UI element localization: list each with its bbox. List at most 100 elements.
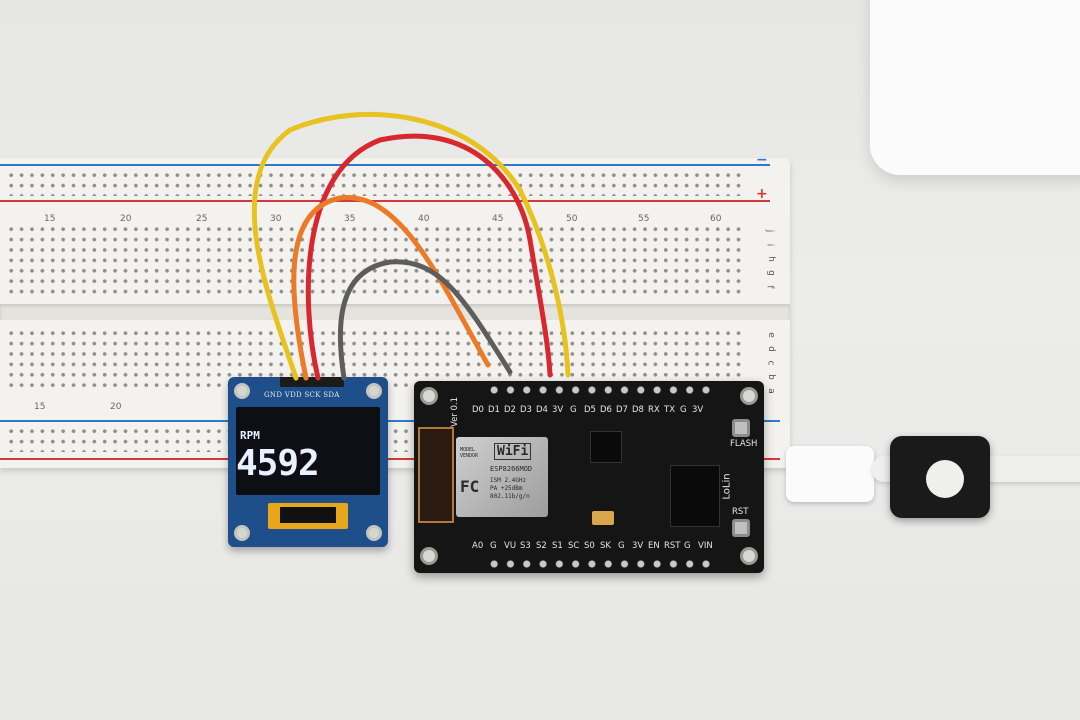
column-number: 50 [566, 214, 578, 224]
column-number: 25 [196, 214, 208, 224]
wifi-logo: WiFi [494, 443, 532, 460]
module-spec: 802.11b/g/n [490, 493, 530, 500]
power-rail-holes-top [6, 170, 746, 196]
ferrite-cable-pass [926, 460, 964, 498]
terminal-holes-top [6, 224, 746, 294]
module-spec: PA +25dBm [490, 485, 523, 492]
pin-label: D8 [632, 405, 644, 415]
pin-label: G [684, 541, 691, 551]
row-letter: f [764, 285, 775, 289]
rail-line-blue-bottom [0, 420, 780, 422]
column-number: 30 [270, 214, 282, 224]
column-number: 15 [34, 402, 46, 412]
oled-flex-connector [280, 507, 336, 523]
esp8266-module: WiFi MODEL VENDOR ESP8266MOD FC ISM 2.4G… [456, 437, 548, 517]
pin-label: S1 [552, 541, 563, 551]
rail-line-red-bottom [0, 458, 780, 460]
tantalum-capacitor [592, 511, 614, 525]
pin-label: RX [648, 405, 660, 415]
column-number: 20 [110, 402, 122, 412]
pin-label: TX [664, 405, 676, 415]
oled-pin-labels: GND VDD SCK SDA [264, 391, 340, 399]
bottom-pin-row [486, 559, 714, 569]
row-letter: e [765, 332, 776, 338]
pin-label: D0 [472, 405, 484, 415]
pin-label: D6 [600, 405, 612, 415]
rail-plus-sign: + [756, 186, 768, 202]
rail-line-red-top [0, 200, 770, 202]
pin-label: A0 [472, 541, 484, 551]
white-case [870, 0, 1080, 175]
pin-label: S2 [536, 541, 547, 551]
usb-cable-plug [786, 446, 874, 502]
oled-display-module: GND VDD SCK SDA RPM 4592 [228, 377, 388, 547]
row-letter: g [765, 270, 776, 276]
row-letter: b [765, 374, 776, 380]
module-vendor: MODEL VENDOR [460, 447, 479, 459]
top-pin-row [486, 385, 714, 395]
row-letter: i [764, 243, 775, 247]
pin-label: 3V [552, 405, 564, 415]
oled-screen: RPM 4592 [236, 407, 380, 495]
pcb-antenna [418, 427, 454, 523]
mounting-hole [234, 383, 250, 399]
pin-label: D3 [520, 405, 532, 415]
pin-label: SC [568, 541, 580, 551]
column-number: 40 [418, 214, 430, 224]
rst-label: RST [732, 507, 749, 517]
flash-label: FLASH [730, 439, 758, 449]
pin-label: D7 [616, 405, 628, 415]
mounting-hole [420, 387, 438, 405]
column-number: 55 [638, 214, 650, 224]
row-letter: c [765, 360, 776, 366]
column-number: 15 [44, 214, 56, 224]
pin-label: S0 [584, 541, 595, 551]
flash-button[interactable] [732, 419, 750, 437]
mounting-hole [740, 387, 758, 405]
mounting-hole [366, 383, 382, 399]
pin-label: RST [664, 541, 681, 551]
mounting-hole [366, 525, 382, 541]
mounting-hole [234, 525, 250, 541]
pin-label: D5 [584, 405, 596, 415]
row-letter: a [765, 388, 776, 394]
fc-mark: FC [460, 477, 480, 496]
pin-label: 3V [692, 405, 704, 415]
nodemcu-board: Ver 0.1 D0 D1 D2 D3 D4 3V G D5 D6 D7 D8 … [414, 381, 764, 573]
center-channel [0, 304, 790, 320]
usb-serial-chip [670, 465, 720, 527]
pin-label: G [618, 541, 625, 551]
pin-label: VIN [698, 541, 713, 551]
rpm-label: RPM [240, 429, 260, 442]
oled-pin-header [280, 377, 344, 387]
pin-label: EN [648, 541, 660, 551]
pin-label: 3V [632, 541, 644, 551]
module-name: ESP8266MOD [490, 465, 533, 473]
pin-label: SK [600, 541, 611, 551]
column-number: 45 [492, 214, 504, 224]
version-label: Ver 0.1 [450, 396, 461, 428]
pin-label: VU [504, 541, 517, 551]
row-letter: h [765, 256, 776, 262]
mounting-hole [420, 547, 438, 565]
pin-label: D4 [536, 405, 548, 415]
mounting-hole [740, 547, 758, 565]
pin-label: G [570, 405, 577, 415]
row-letter: d [765, 346, 776, 352]
pin-label: D2 [504, 405, 516, 415]
pin-label: D1 [488, 405, 500, 415]
column-number: 35 [344, 214, 356, 224]
voltage-regulator [590, 431, 622, 463]
brand-label: LoLin [721, 473, 733, 500]
rail-minus-sign: − [756, 152, 768, 168]
pin-label: G [490, 541, 497, 551]
rpm-value: 4592 [236, 443, 320, 484]
column-number: 20 [120, 214, 132, 224]
reset-button[interactable] [732, 519, 750, 537]
row-letter: j [764, 229, 775, 233]
column-number: 60 [710, 214, 722, 224]
pin-label: G [680, 405, 687, 415]
module-spec: ISM 2.4GHz [490, 477, 527, 484]
pin-label: S3 [520, 541, 531, 551]
rail-line-blue-top [0, 164, 770, 166]
